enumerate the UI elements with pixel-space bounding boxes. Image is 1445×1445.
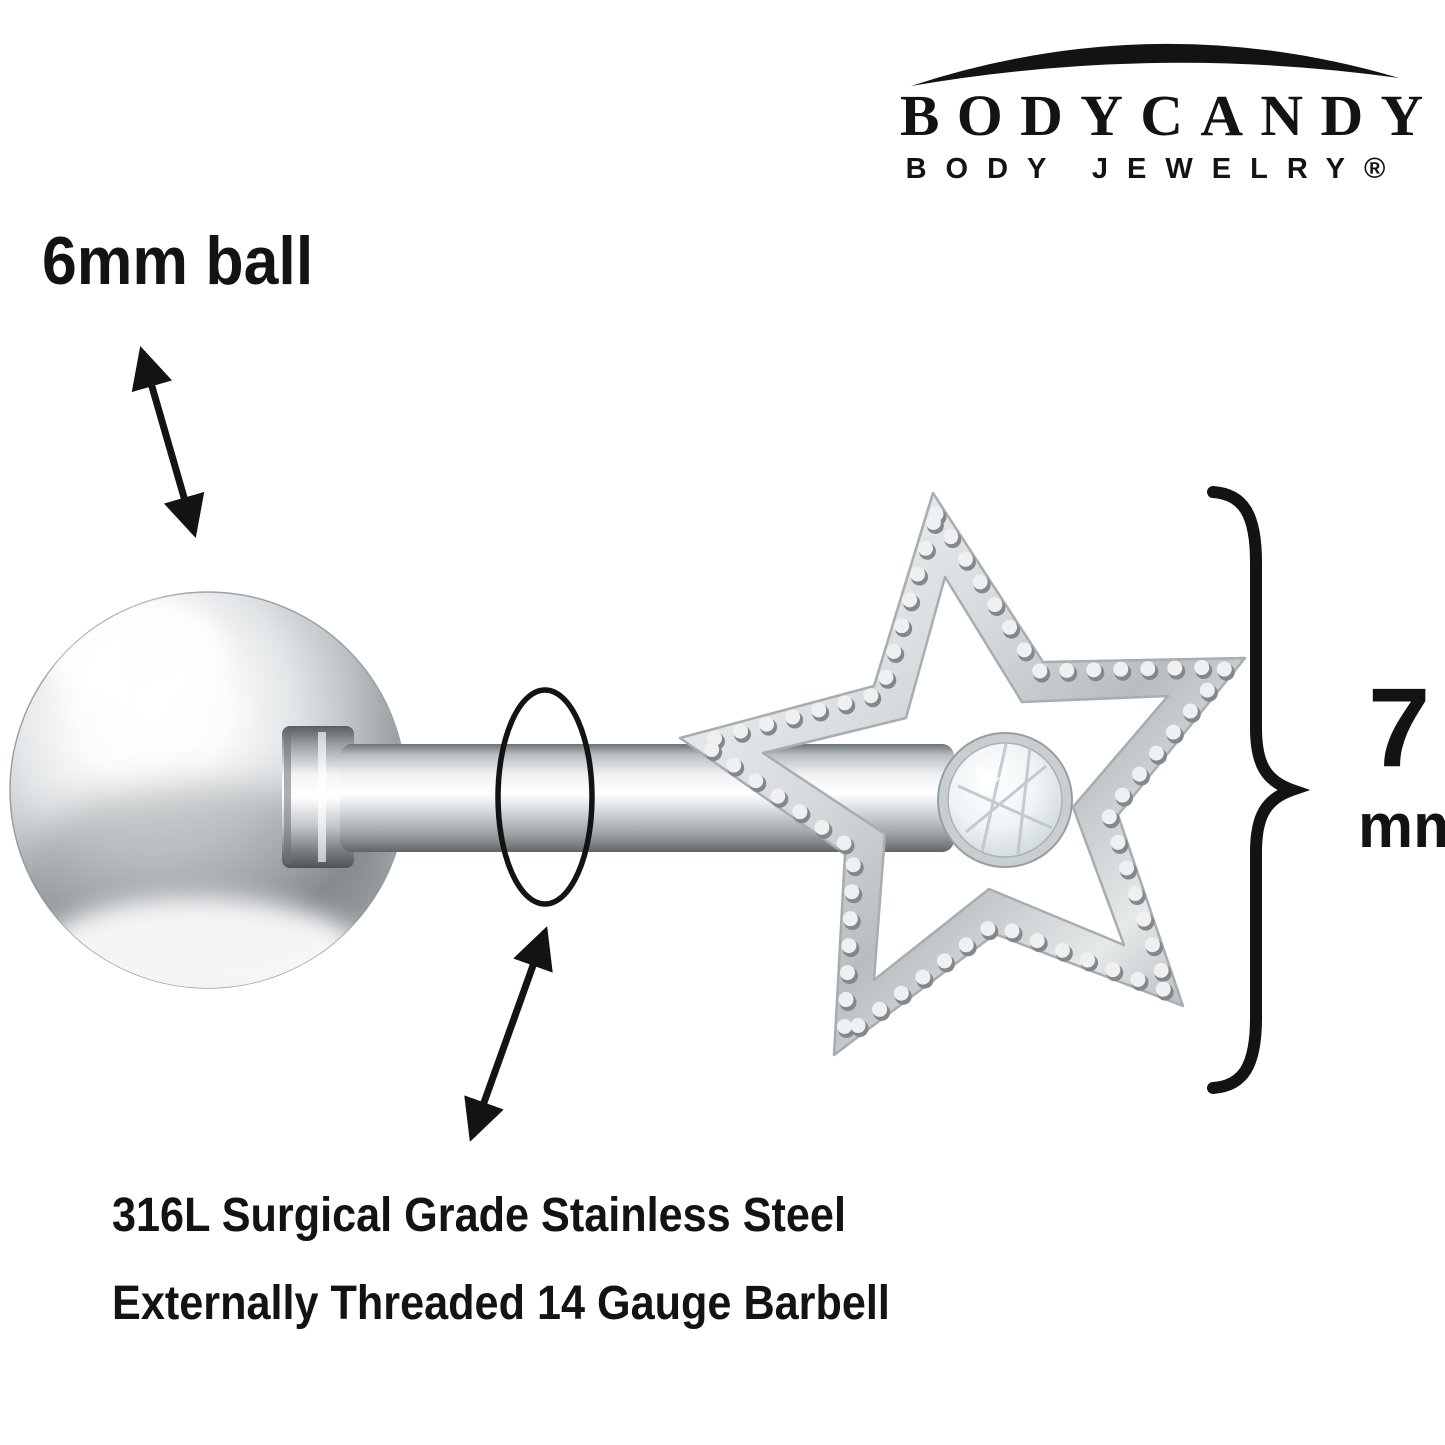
star-size-unit: mm (1358, 792, 1445, 861)
material-line-2: Externally Threaded 14 Gauge Barbell (112, 1277, 890, 1330)
star-size-value: 7 (1368, 665, 1431, 790)
gauge-ellipse-annotation (495, 687, 595, 907)
logo-swoosh-icon (911, 43, 1399, 86)
logo-subtitle: BODY JEWELRY® (905, 152, 1405, 185)
brand-logo: BODYCANDY BODY JEWELRY® (900, 16, 1423, 186)
material-description: 316L Surgical Grade Stainless Steel Exte… (112, 1172, 890, 1348)
shaft-measure-arrow (464, 926, 553, 1142)
star-beads (683, 496, 1242, 1052)
star-charm-graphic (678, 491, 1247, 1057)
ball-graphic (9, 591, 407, 989)
shaft-graphic (340, 744, 954, 852)
collar-graphic (282, 726, 354, 868)
logo-wordmark: BODYCANDY (900, 83, 1441, 148)
ball-size-label: 6mm ball (42, 223, 314, 299)
gem-graphic (937, 732, 1073, 868)
ball-measure-arrow (131, 345, 205, 539)
size-brace (1207, 486, 1311, 1094)
material-line-1: 316L Surgical Grade Stainless Steel (112, 1189, 846, 1242)
